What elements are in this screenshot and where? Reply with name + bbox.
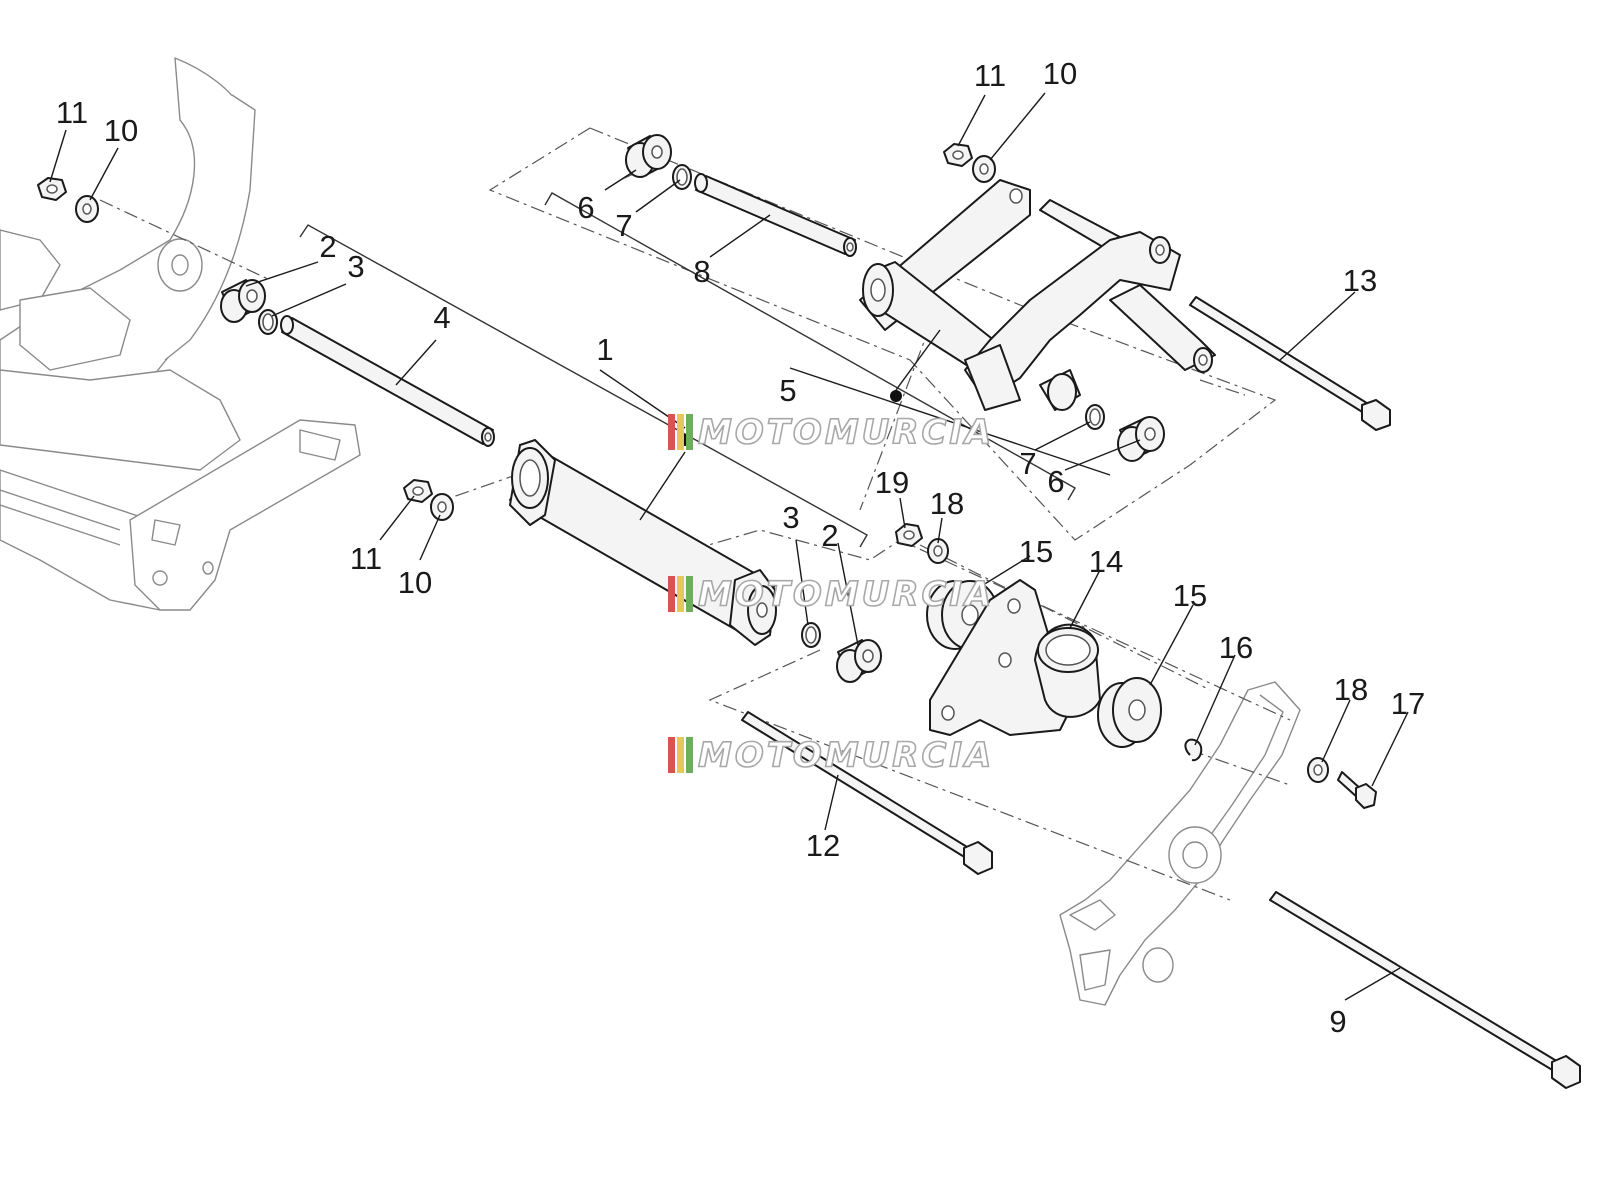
watermark: MOTOMURCIA (668, 735, 994, 776)
callout-12: 12 (806, 828, 840, 863)
watermark-stripe (686, 576, 693, 612)
callout-15: 15 (1019, 534, 1053, 569)
swing-arm-tube-1 (509, 434, 777, 646)
oring-3-lower (801, 622, 821, 648)
watermark-text: MOTOMURCIA (698, 575, 994, 615)
callout-16: 16 (1219, 630, 1253, 665)
watermark-text: MOTOMURCIA (698, 413, 994, 453)
callout-2: 2 (821, 518, 838, 553)
callout-10: 10 (398, 565, 432, 600)
leader-lines (49, 92, 1409, 1001)
callout-4: 4 (433, 300, 450, 335)
callout-7: 7 (615, 208, 632, 243)
callout-13: 13 (1343, 263, 1377, 298)
callout-1: 1 (596, 332, 613, 367)
nut-11-mid-left (403, 479, 433, 503)
washer-18-right (1307, 757, 1329, 783)
frame-left (0, 57, 361, 611)
assembly-brackets (299, 192, 1076, 548)
oring-7-lower (1085, 404, 1105, 430)
callout-18: 18 (1334, 672, 1368, 707)
callout-3: 3 (782, 500, 799, 535)
callout-9: 9 (1329, 1004, 1346, 1039)
frame-right (1059, 681, 1301, 1006)
bushing-2-left (220, 279, 266, 323)
callout-3: 3 (347, 249, 364, 284)
damper-15-right (1097, 677, 1162, 748)
callout-5: 5 (779, 373, 796, 408)
spacer-tube-8 (694, 173, 857, 257)
callout-6: 6 (577, 190, 594, 225)
oring-3-left (258, 309, 278, 335)
watermark: MOTOMURCIA (668, 412, 994, 453)
bolt-12 (741, 711, 993, 875)
watermark-stripe (668, 737, 675, 773)
callout-labels: 11 10 2 3 4 1 5 6 7 8 11 10 13 7 6 11 10… (56, 56, 1425, 1039)
bushing-6-lower (1117, 416, 1165, 462)
nut-19 (895, 523, 923, 547)
callout-8: 8 (693, 254, 710, 289)
spacer-tube-4 (280, 315, 495, 447)
watermark-stripe (668, 576, 675, 612)
watermark-stripe (686, 737, 693, 773)
bolt-13 (1189, 296, 1391, 431)
nut-11-top-left (37, 177, 67, 201)
washer-10-top-right (972, 155, 996, 183)
bracket-14 (929, 579, 1101, 736)
washer-18-mid (927, 538, 949, 564)
bushing-2-lower (836, 639, 882, 683)
watermark-stripe (686, 414, 693, 450)
watermark-stripe (677, 414, 684, 450)
callout-17: 17 (1391, 686, 1425, 721)
nut-11-top-right (943, 143, 973, 167)
bushing-6-upper (625, 134, 672, 178)
watermark-stripe (677, 737, 684, 773)
callout-2: 2 (319, 229, 336, 264)
callout-11: 11 (56, 95, 88, 130)
callout-7: 7 (1019, 446, 1036, 481)
callout-15: 15 (1173, 578, 1207, 613)
callout-18: 18 (930, 486, 964, 521)
callout-19: 19 (875, 465, 909, 500)
watermark-stripe (677, 576, 684, 612)
callout-10: 10 (1043, 56, 1077, 91)
damper-15-left (926, 580, 999, 650)
swing-arm-5 (859, 179, 1216, 411)
screw-17 (1337, 771, 1377, 809)
watermark-text: MOTOMURCIA (698, 736, 994, 776)
washer-10-mid-left (430, 493, 454, 521)
circlip-16 (1184, 738, 1203, 762)
watermark-stripe (668, 414, 675, 450)
callout-6: 6 (1047, 464, 1064, 499)
callout-14: 14 (1089, 544, 1123, 579)
callout-10: 10 (104, 113, 138, 148)
bolt-9 (1269, 891, 1581, 1089)
washer-10-top-left (75, 195, 99, 223)
callout-11: 11 (974, 58, 1006, 93)
watermark: MOTOMURCIA (668, 574, 994, 615)
oring-7-upper (672, 164, 692, 190)
callout-11: 11 (350, 541, 382, 576)
